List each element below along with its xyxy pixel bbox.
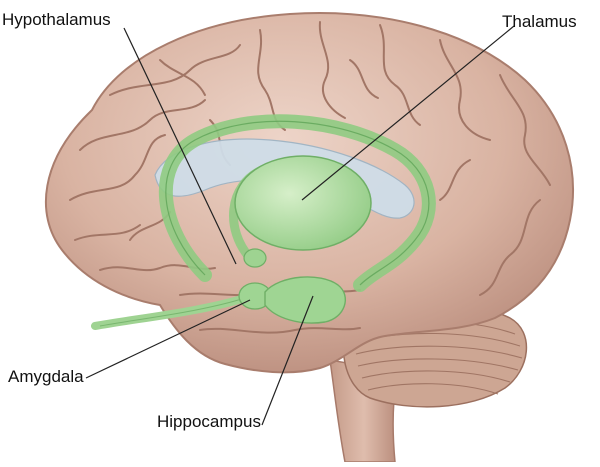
- label-amygdala: Amygdala: [8, 367, 84, 386]
- leader-amygdala: [85, 299, 251, 379]
- leader-hypothalamus: [123, 27, 237, 265]
- cortical-folds: [69, 21, 551, 334]
- hypothalamus-structure: [243, 248, 267, 268]
- label-thalamus: Thalamus: [502, 12, 577, 31]
- leader-hippocampus: [261, 295, 314, 426]
- leader-thalamus: [301, 25, 515, 201]
- hippocampus-structure: [264, 276, 347, 324]
- label-hippocampus: Hippocampus: [157, 412, 261, 431]
- leader-lines: [85, 25, 515, 426]
- thalamus-structure: [234, 155, 372, 251]
- label-hypothalamus: Hypothalamus: [2, 10, 111, 29]
